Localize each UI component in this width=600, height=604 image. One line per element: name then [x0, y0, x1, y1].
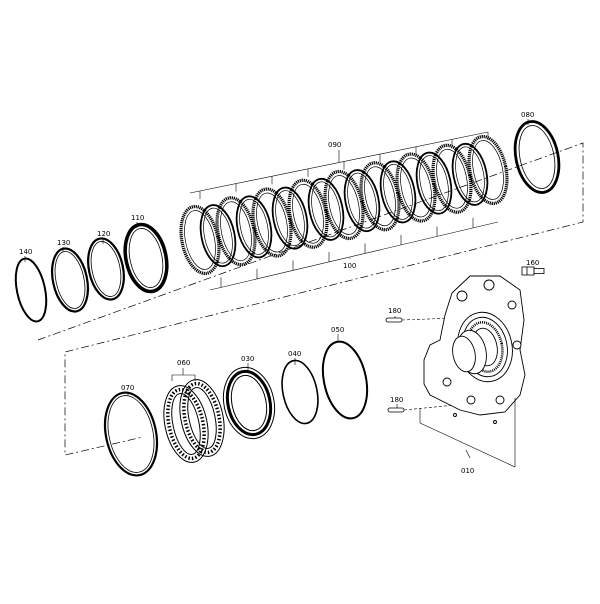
- spring-pack-060: [163, 368, 225, 463]
- label-070: 070: [121, 384, 134, 392]
- label-130: 130: [57, 239, 70, 247]
- label-090: 090: [328, 141, 341, 149]
- spring-ring: [163, 385, 209, 463]
- label-100: 100: [343, 262, 356, 270]
- label-030: 030: [241, 355, 254, 363]
- clutch-disc: [467, 134, 509, 206]
- ring-120: [87, 237, 125, 301]
- bracket-060: [171, 368, 196, 381]
- bolt-160: [521, 266, 545, 276]
- ring-080: [513, 120, 561, 194]
- ring-050: [321, 340, 369, 420]
- label-110: 110: [131, 214, 144, 222]
- ring-040: [281, 359, 319, 425]
- label-060: 060: [177, 359, 190, 367]
- disc-pack-brackets: [189, 131, 499, 291]
- label-050: 050: [331, 326, 344, 334]
- bracket-010: [419, 398, 516, 468]
- clutch-disc: [307, 177, 345, 241]
- clutch-disc: [235, 195, 273, 259]
- bracket-line: [189, 131, 489, 194]
- label-160: 160: [526, 259, 539, 267]
- label-080: 080: [521, 111, 534, 119]
- spring-ring: [179, 379, 225, 457]
- label-120: 120: [97, 230, 110, 238]
- pin-180-upper: [385, 317, 403, 323]
- label-180-lower: 180: [390, 396, 403, 404]
- label-010: 010: [461, 467, 474, 475]
- label-140: 140: [19, 248, 32, 256]
- clutch-disc: [199, 204, 237, 268]
- clutch-disc: [415, 151, 453, 215]
- clutch-disc: [451, 142, 489, 206]
- clutch-disc: [343, 169, 381, 233]
- leader-lines: [24, 119, 529, 408]
- ring-140: [14, 257, 48, 323]
- pin-axis-lines: [401, 317, 456, 411]
- ring-070: [103, 391, 159, 477]
- axis-lines: [37, 142, 584, 456]
- bracket-line: [209, 221, 499, 291]
- ring-110: [123, 222, 169, 294]
- part-labels: 140 130 120 110 090 100 080 160 180 180 …: [19, 111, 539, 475]
- clutch-disc: [379, 160, 417, 224]
- ring-130: [50, 247, 90, 313]
- housing-010: [423, 275, 526, 424]
- label-040: 040: [288, 350, 301, 358]
- clutch-disc: [271, 186, 309, 250]
- pin-180-lower: [387, 407, 405, 413]
- label-180-upper: 180: [388, 307, 401, 315]
- clutch-disc-pack: [179, 134, 509, 276]
- ring-030: [222, 366, 276, 440]
